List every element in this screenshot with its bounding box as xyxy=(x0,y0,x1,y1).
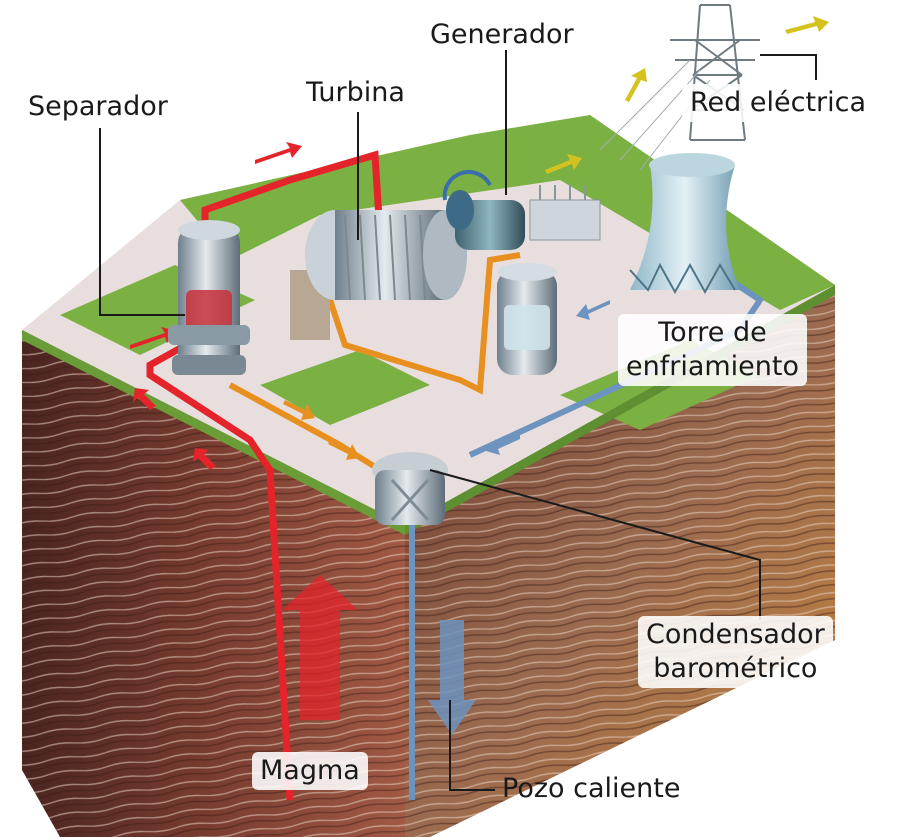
label-separador: Separador xyxy=(28,91,168,122)
flow-arrow-power-2 xyxy=(625,68,647,102)
cold-down-arrow xyxy=(428,620,476,735)
label-magma: Magma xyxy=(252,752,368,790)
label-pozo-caliente: Pozo caliente xyxy=(502,773,681,804)
condenser-vessel xyxy=(497,263,557,375)
label-torre-line1: Torre de xyxy=(658,317,767,348)
steam-pipe xyxy=(327,252,521,395)
hot-pipe-well xyxy=(146,336,294,801)
label-turbina: Turbina xyxy=(306,77,405,108)
label-condensador-barometrico: Condensador barométrico xyxy=(638,616,833,688)
flow-arrow-hot-2 xyxy=(130,327,177,349)
flow-arrow-steam-2 xyxy=(328,440,360,460)
leader-condensador xyxy=(429,469,761,620)
label-torre-enfriamiento: Torre de enfriamiento xyxy=(618,314,808,386)
flow-arrow-power-3 xyxy=(785,16,829,34)
leader-separador xyxy=(99,128,185,316)
leader-pozo xyxy=(449,700,495,791)
label-condensador-line2: barométrico xyxy=(653,653,818,684)
barometric-condenser xyxy=(372,452,448,525)
magma-up-arrow xyxy=(282,575,358,720)
grass-front-strip xyxy=(22,330,405,535)
flow-arrow-steam-1 xyxy=(283,400,315,420)
leader-red-electrica xyxy=(760,54,817,80)
ground-right-strata xyxy=(405,285,835,837)
cooling-tower xyxy=(629,153,740,295)
generator-unit xyxy=(442,170,601,250)
flow-arrow-cold-1 xyxy=(486,435,520,455)
separator-vessel xyxy=(168,220,250,375)
flow-arrow-hot-3 xyxy=(133,388,156,410)
grass-mid-patch xyxy=(260,350,430,425)
flow-arrow-cold-2 xyxy=(576,300,610,320)
flow-arrow-hot-4 xyxy=(193,448,216,470)
label-condensador-line1: Condensador xyxy=(646,619,825,650)
label-generador: Generador xyxy=(430,19,574,50)
flow-arrow-power-1 xyxy=(545,154,582,174)
label-torre-line2: enfriamiento xyxy=(626,351,800,382)
hot-pipe-to-turbine xyxy=(201,150,384,236)
flow-arrow-hot-1 xyxy=(255,142,302,164)
label-red-electrica: Red eléctrica xyxy=(682,84,875,122)
turbine-unit xyxy=(290,210,467,340)
